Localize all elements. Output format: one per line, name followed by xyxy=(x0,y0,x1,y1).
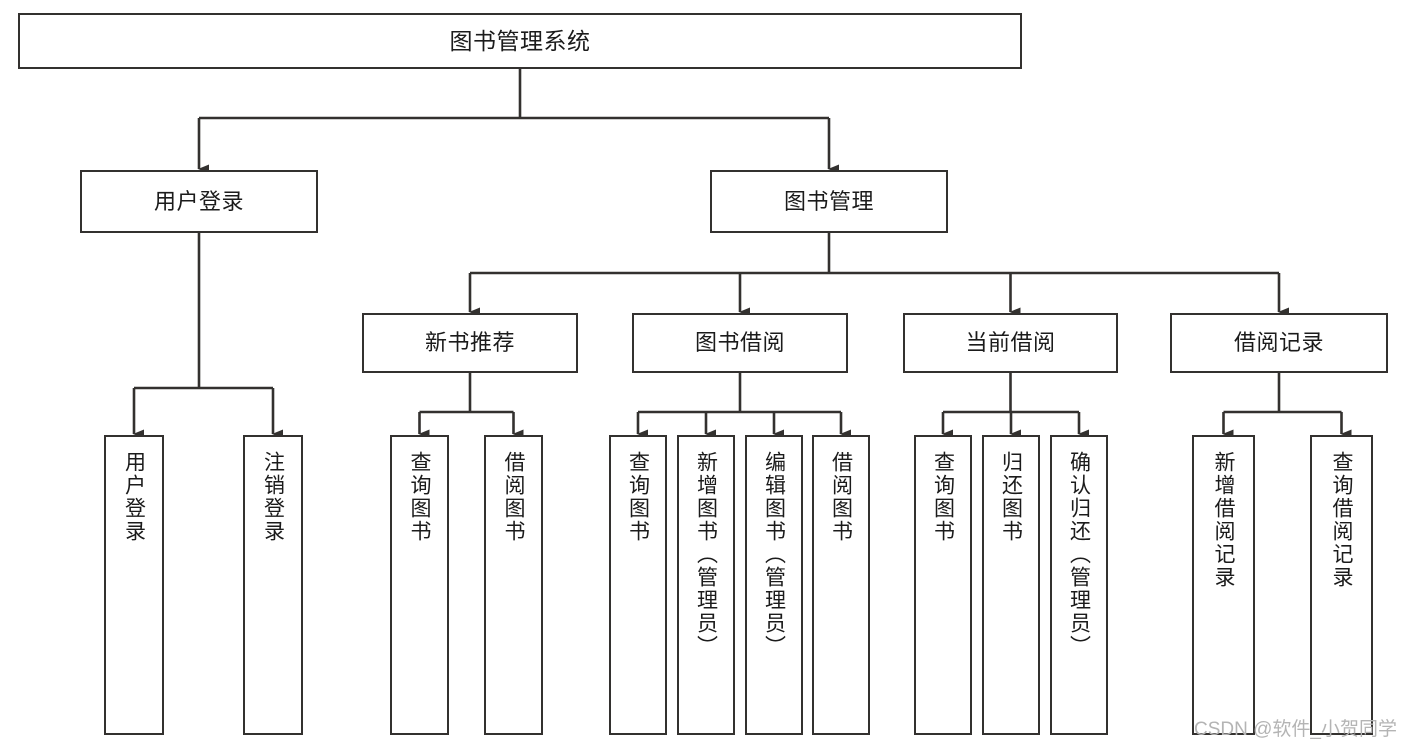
node-label: 编辑图书（管理员） xyxy=(762,451,786,658)
node-leaf5[interactable]: 查询图书 xyxy=(609,435,667,735)
node-label: 归还图书 xyxy=(999,451,1023,543)
node-l2d[interactable]: 借阅记录 xyxy=(1170,313,1388,373)
node-leaf6[interactable]: 新增图书（管理员） xyxy=(677,435,735,735)
edge-group xyxy=(132,69,1352,439)
node-leaf11[interactable]: 确认归还（管理员） xyxy=(1050,435,1108,735)
node-leaf2[interactable]: 注销登录 xyxy=(243,435,303,735)
node-label: 查询图书 xyxy=(408,451,431,543)
node-leaf8[interactable]: 借阅图书 xyxy=(812,435,870,735)
node-l1b[interactable]: 图书管理 xyxy=(710,170,948,233)
node-leaf10[interactable]: 归还图书 xyxy=(982,435,1040,735)
node-label: 新书推荐 xyxy=(424,330,515,356)
node-leaf9[interactable]: 查询图书 xyxy=(914,435,972,735)
node-label: 确认归还（管理员） xyxy=(1067,451,1091,658)
node-root[interactable]: 图书管理系统 xyxy=(18,13,1022,69)
node-leaf13[interactable]: 查询借阅记录 xyxy=(1310,435,1373,735)
node-l2c[interactable]: 当前借阅 xyxy=(903,313,1118,373)
node-label: 新增借阅记录 xyxy=(1212,451,1235,589)
node-label: 借阅记录 xyxy=(1233,330,1324,356)
node-leaf7[interactable]: 编辑图书（管理员） xyxy=(745,435,803,735)
node-label: 图书管理系统 xyxy=(449,27,591,54)
node-label: 借阅图书 xyxy=(829,451,853,543)
node-label: 图书管理 xyxy=(783,188,874,214)
node-label: 注销登录 xyxy=(261,451,285,543)
node-leaf4[interactable]: 借阅图书 xyxy=(484,435,543,735)
node-leaf1[interactable]: 用户登录 xyxy=(104,435,164,735)
node-label: 查询图书 xyxy=(626,451,650,543)
node-label: 用户登录 xyxy=(122,451,146,543)
node-label: 新增图书（管理员） xyxy=(694,451,718,658)
node-l2b[interactable]: 图书借阅 xyxy=(632,313,848,373)
node-l2a[interactable]: 新书推荐 xyxy=(362,313,578,373)
node-label: 用户登录 xyxy=(153,188,244,214)
node-label: 借阅图书 xyxy=(502,451,525,543)
node-label: 当前借阅 xyxy=(965,330,1056,356)
node-l1a[interactable]: 用户登录 xyxy=(80,170,318,233)
watermark-label: CSDN @软件_小贺同学 xyxy=(1194,719,1397,740)
node-leaf12[interactable]: 新增借阅记录 xyxy=(1192,435,1255,735)
node-label: 图书借阅 xyxy=(694,330,785,356)
node-label: 查询图书 xyxy=(931,451,955,543)
node-leaf3[interactable]: 查询图书 xyxy=(390,435,449,735)
node-label: 查询借阅记录 xyxy=(1330,451,1353,589)
